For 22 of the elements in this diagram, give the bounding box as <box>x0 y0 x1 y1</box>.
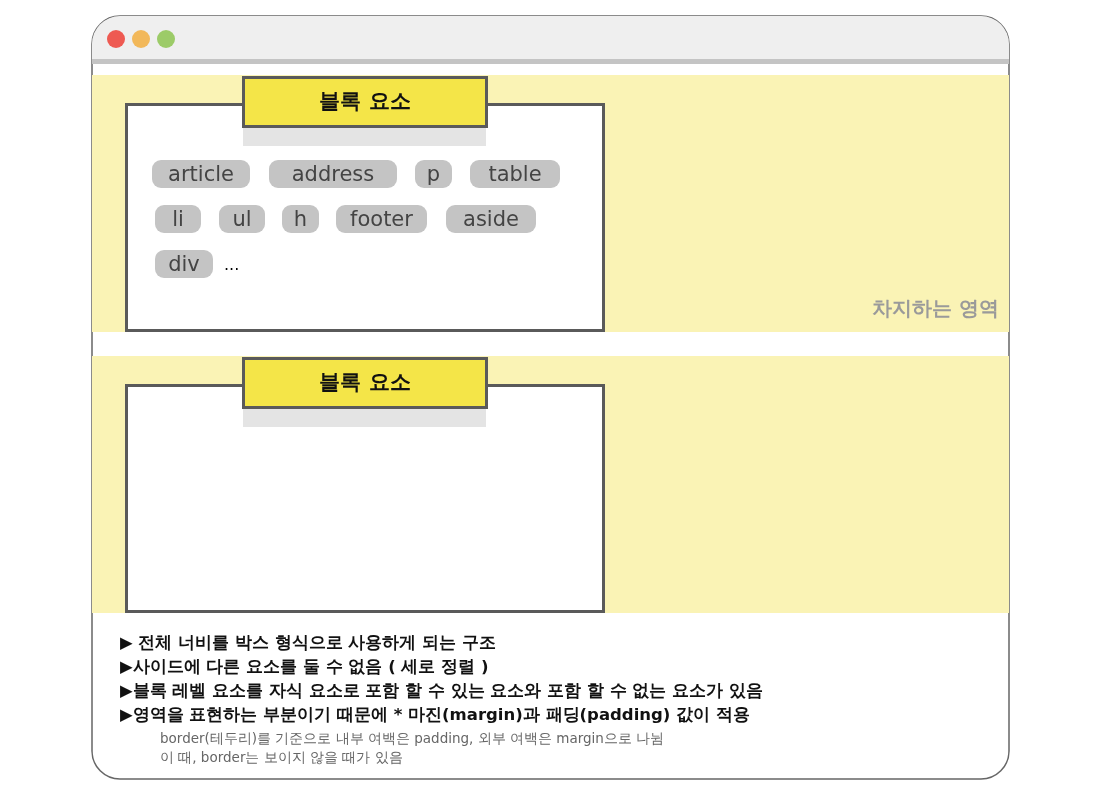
tag-chip: h <box>282 205 319 233</box>
tag-chip: ul <box>219 205 265 233</box>
note-text: ▶사이드에 다른 요소를 둘 수 없음 ( 세로 정렬 ) <box>120 656 489 678</box>
tag-chip: aside <box>446 205 536 233</box>
tag-chip: div <box>155 250 213 278</box>
note-text: 이 때, border는 보이지 않을 때가 있음 <box>160 749 403 767</box>
tag-chip: address <box>269 160 397 188</box>
area-label: 차지하는 영역 <box>872 295 999 322</box>
tag-chip: table <box>470 160 560 188</box>
heading-tab: 블록 요소 <box>242 357 488 409</box>
tag-chip: article <box>152 160 250 188</box>
note-text: ▶영역을 표현하는 부분이기 때문에 * 마진(margin)과 패딩(padding) 값이 적용 <box>120 704 750 726</box>
tag-chip: li <box>155 205 201 233</box>
tag-chip: p <box>415 160 452 188</box>
block-area-band <box>92 356 1009 613</box>
block-area-band <box>92 75 1009 332</box>
tag-chip: footer <box>336 205 427 233</box>
heading-tab: 블록 요소 <box>242 76 488 128</box>
note-text: ▶ 전체 너비를 박스 형식으로 사용하게 되는 구조 <box>120 632 496 654</box>
ellipsis-text: ... <box>224 255 240 274</box>
note-text: border(테두리)를 기준으로 내부 여백은 padding, 외부 여백은 margin으로 나뉨 <box>160 730 665 748</box>
note-text: ▶블록 레벨 요소를 자식 요소로 포함 할 수 있는 요소와 포함 할 수 없는 요소가 있음 <box>120 680 763 702</box>
